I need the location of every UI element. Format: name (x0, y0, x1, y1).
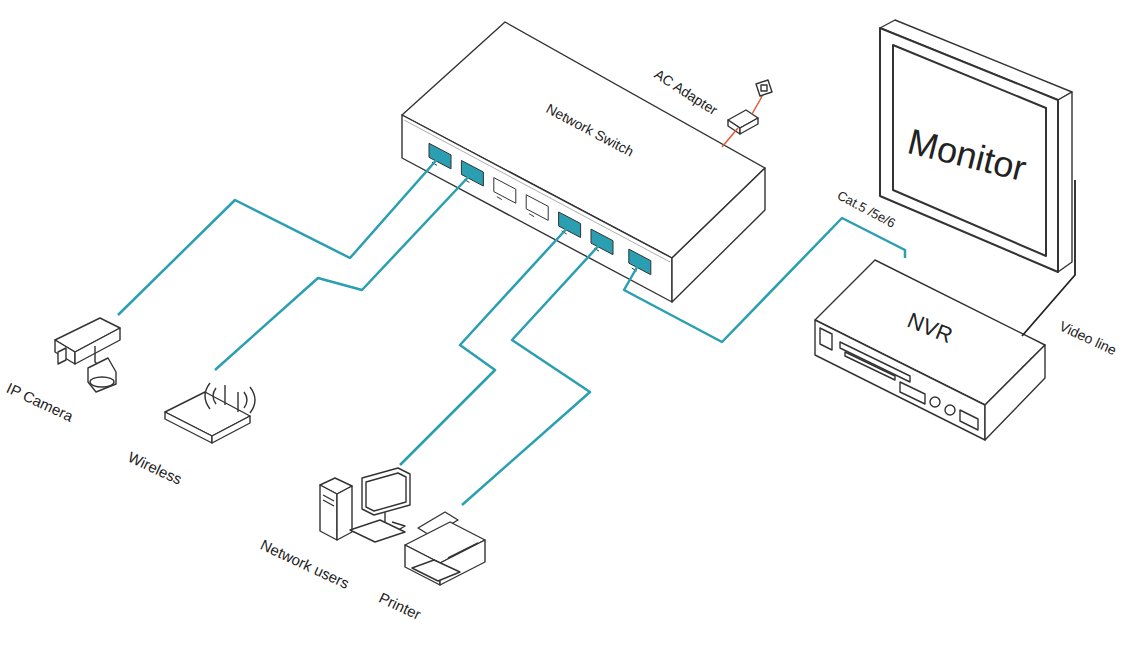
ac-adapter-part (740, 118, 758, 134)
monitor (880, 20, 1072, 272)
switch-body (402, 22, 765, 302)
pc-part (362, 468, 410, 515)
nvr-part (945, 405, 955, 415)
printer (405, 512, 485, 585)
pc-part (320, 485, 337, 540)
node-label: IP Camera (4, 379, 76, 425)
users-node: Network users (250, 465, 420, 595)
printer-node: Printer (370, 505, 500, 655)
nvr (815, 260, 1045, 440)
cable (215, 173, 472, 370)
pc-part (350, 520, 405, 542)
cable-label: Video line (1055, 317, 1121, 359)
ip-camera-part (55, 340, 75, 364)
node-label: NVR (904, 308, 957, 349)
port-led (497, 197, 502, 200)
wireless-router-part (205, 383, 255, 413)
nvr-part (930, 397, 940, 407)
cable (624, 218, 905, 342)
ip-camera-part (90, 377, 114, 387)
ac-adapter (728, 80, 772, 134)
ip-camera (55, 318, 120, 392)
node-label: Network users (258, 536, 352, 592)
printer-part (412, 560, 460, 581)
switch-port (526, 195, 548, 221)
monitor-node: Monitor (875, 25, 1080, 275)
switch-node: Network Switch (400, 20, 765, 305)
wireless-router-part (224, 385, 225, 405)
node-label: Network Switch (544, 100, 637, 159)
pc-part (323, 500, 334, 506)
wireless-router-part (212, 416, 250, 443)
nvr-part (820, 328, 832, 350)
monitor-part (893, 45, 1046, 256)
ip-camera-part (75, 328, 120, 364)
pc-part (323, 495, 334, 501)
cable (400, 225, 570, 465)
wireless-router-part (165, 412, 212, 443)
ip-camera-part (58, 348, 66, 364)
switch-body-part (672, 168, 765, 302)
nvr-part (960, 410, 978, 430)
cable (1022, 180, 1075, 336)
monitor-part (1058, 92, 1072, 272)
node-label: Wireless (125, 448, 184, 488)
wireless-router (165, 383, 255, 443)
nvr-part (985, 345, 1045, 440)
nvr-node: NVR (815, 258, 1045, 443)
cable-label: Cat.5 /5e/6 (833, 188, 900, 233)
ip-camera-part (88, 358, 116, 392)
nvr-part (840, 342, 910, 382)
pc-part (337, 486, 352, 540)
node-label: Monitor (904, 120, 1030, 189)
camera-node: IP Camera (0, 315, 130, 430)
port-led (529, 214, 534, 217)
cable (722, 128, 738, 147)
nvr-part (815, 320, 985, 440)
nvr-part (845, 352, 895, 380)
adapter-node: AC Adapter (640, 55, 770, 140)
printer-part (448, 543, 478, 558)
ac-adapter-part (761, 85, 767, 91)
node-label: AC Adapter (652, 66, 721, 118)
nvr-part (900, 382, 925, 404)
cable (462, 242, 602, 505)
wireless-router-part (237, 392, 238, 412)
cable (118, 156, 440, 315)
switch-ports (429, 143, 651, 274)
pc (320, 468, 410, 542)
switch-port (494, 178, 516, 204)
node-label: Printer (376, 589, 423, 623)
printer-part (440, 540, 485, 585)
wireless-node: Wireless (120, 370, 260, 490)
ac-adapter-part (756, 80, 772, 96)
pc-part (366, 473, 406, 511)
monitor-part (880, 28, 1058, 272)
